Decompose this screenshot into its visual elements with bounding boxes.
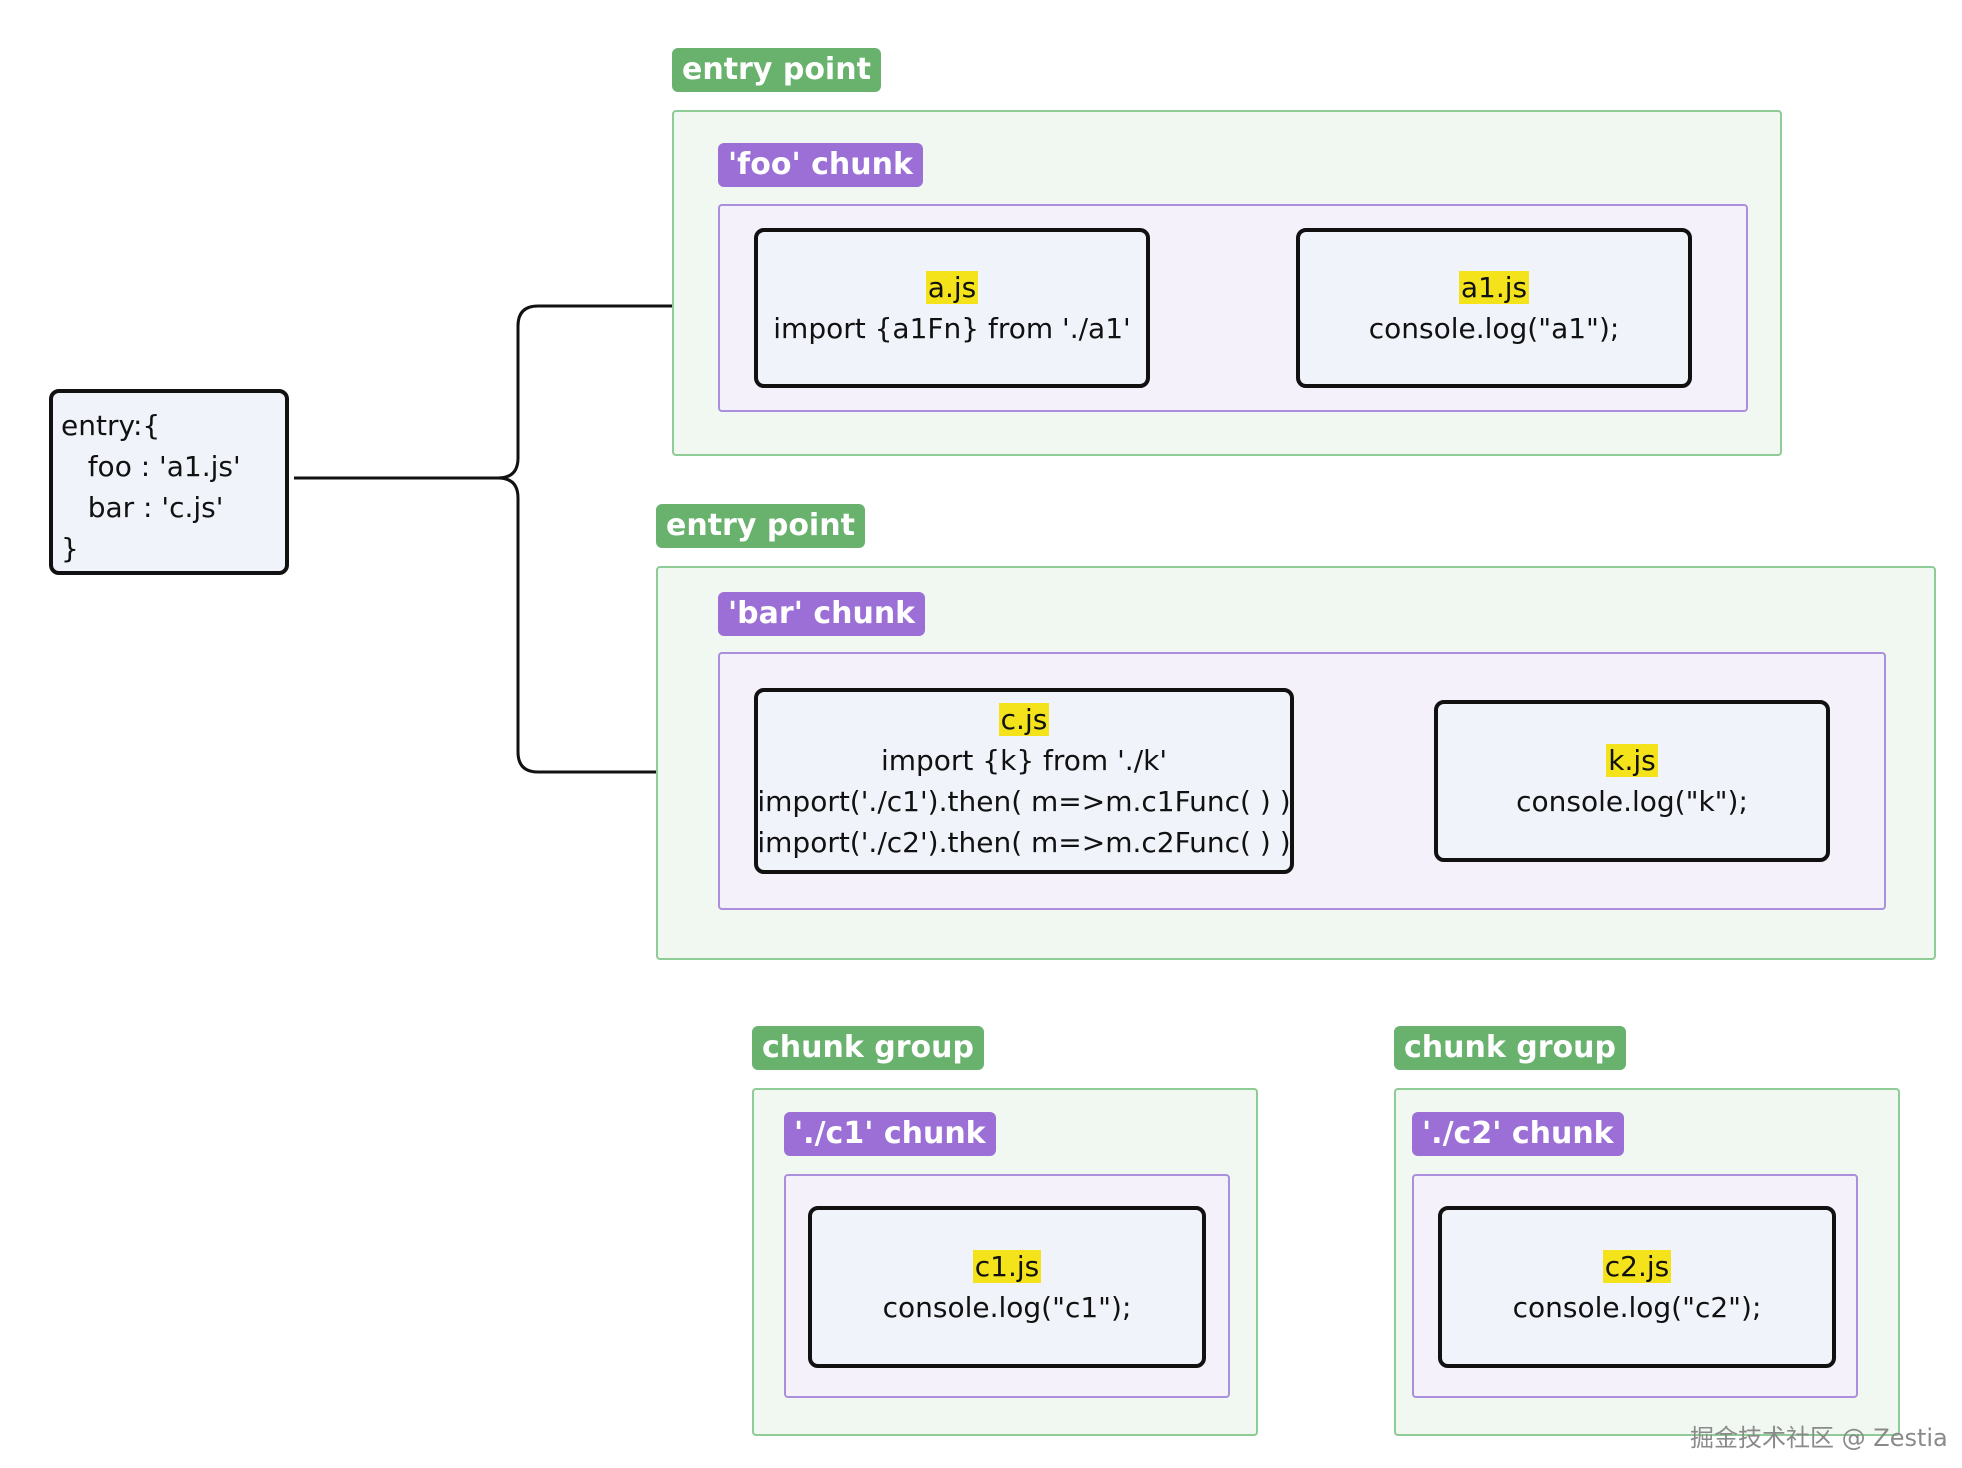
file-name: a1.js	[1458, 271, 1530, 304]
entry-config-line: entry:{	[61, 409, 161, 442]
file-node-c2-js: c2.js console.log("c2");	[1438, 1206, 1836, 1368]
group-label: chunk group	[752, 1026, 984, 1070]
file-node-c1-js: c1.js console.log("c1");	[808, 1206, 1206, 1368]
code-line: import('./c1').then( m=>m.c1Func( ) )	[757, 785, 1291, 818]
chunk-label: 'foo' chunk	[718, 143, 923, 187]
code-line: console.log("k");	[1516, 785, 1748, 818]
code-line: console.log("c2");	[1512, 1291, 1762, 1324]
group-label: entry point	[656, 504, 865, 548]
file-node-a1-js: a1.js console.log("a1");	[1296, 228, 1692, 388]
chunk-label: './c2' chunk	[1412, 1112, 1624, 1156]
chunk-label: 'bar' chunk	[718, 592, 926, 636]
file-node-k-js: k.js console.log("k");	[1434, 700, 1830, 862]
code-line: console.log("c1");	[882, 1291, 1132, 1324]
code-line: import('./c2').then( m=>m.c2Func( ) )	[757, 826, 1291, 859]
entry-config-box: entry:{ foo : 'a1.js' bar : 'c.js' }	[49, 389, 289, 575]
entry-config-line: foo : 'a1.js'	[61, 450, 241, 483]
file-name: k.js	[1606, 744, 1658, 777]
entry-config-line: }	[61, 532, 79, 565]
file-name: c1.js	[972, 1250, 1042, 1283]
file-name: c.js	[998, 703, 1050, 736]
file-name: a.js	[925, 271, 979, 304]
file-node-a-js: a.js import {a1Fn} from './a1'	[754, 228, 1150, 388]
code-line: console.log("a1");	[1368, 312, 1620, 345]
arrow-entry-to-c-js	[497, 476, 742, 772]
chunk-label: './c1' chunk	[784, 1112, 996, 1156]
group-label: chunk group	[1394, 1026, 1626, 1070]
entry-config-line: bar : 'c.js'	[61, 491, 224, 524]
arrow-entry-to-a-js	[294, 306, 742, 480]
watermark: 掘金技术社区 @ Zestia	[1690, 1424, 1948, 1452]
file-name: c2.js	[1602, 1250, 1672, 1283]
file-node-c-js: c.js import {k} from './k' import('./c1'…	[754, 688, 1294, 874]
code-line: import {a1Fn} from './a1'	[773, 312, 1131, 345]
group-label: entry point	[672, 48, 881, 92]
code-line: import {k} from './k'	[880, 744, 1168, 777]
